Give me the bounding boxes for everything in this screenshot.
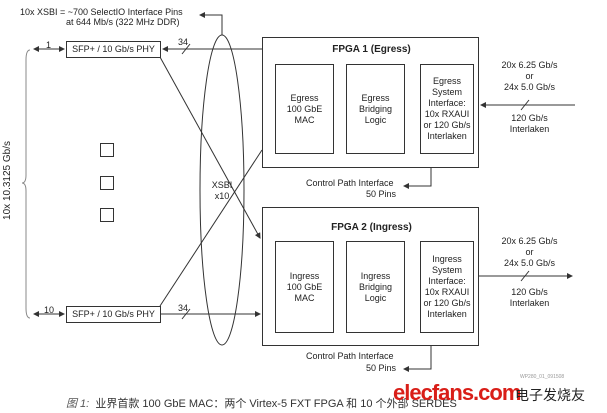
xsbi-note-line2: at 644 Mb/s (322 MHz DDR) — [66, 17, 180, 27]
rate-label: 120 Gb/s — [511, 113, 548, 123]
rate-label: 20x 6.25 Gb/s — [501, 60, 558, 70]
rate-label: Interlaken — [509, 124, 550, 134]
caption-figure-number: 图 1: — [66, 398, 90, 410]
port-count-top: 1 — [46, 40, 52, 50]
ellipsis-square — [100, 176, 114, 190]
rate-label: 20x 6.25 Gb/s — [501, 236, 558, 246]
left-rate-label: 10x 10.3125 Gb/s — [2, 140, 14, 221]
fpga2-ingress: FPGA 2 (Ingress) Ingress 100 GbE MAC Ing… — [262, 207, 479, 346]
port-count-bottom: 10 — [44, 305, 55, 315]
fpga2-title: FPGA 2 (Ingress) — [331, 222, 412, 233]
rate-label: 24x 5.0 Gb/s — [503, 82, 556, 92]
caption-text: 业界首款 100 GbE MAC：两个 Virtex-5 FXT FPGA 和 … — [95, 398, 457, 410]
sfp-phy-top: SFP+ / 10 Gb/s PHY — [66, 41, 161, 58]
fpga1-control-path: Control Path Interface — [306, 178, 394, 188]
watermark-logo: elecfans.com — [393, 380, 521, 405]
figure-id: WP280_01_091508 — [520, 374, 565, 380]
xsbi-note-line1: 10x XSBI = ~700 SelectIO Interface Pins — [20, 7, 183, 17]
egress-system-interface-block: Egress System Interface: 10x RXAUI or 12… — [420, 64, 474, 154]
fpga1-title: FPGA 1 (Egress) — [332, 44, 411, 55]
fpga2-pins: 50 Pins — [366, 363, 397, 373]
ingress-system-interface-block: Ingress System Interface: 10x RXAUI or 1… — [420, 241, 474, 333]
bus-width-top: 34 — [178, 37, 189, 47]
figure-caption: 图 1: 业界首款 100 GbE MAC：两个 Virtex-5 FXT FP… — [66, 395, 457, 411]
ingress-bridging-block: Ingress Bridging Logic — [346, 241, 405, 333]
bus-width-bottom: 34 — [178, 303, 189, 313]
xsbi-label: XSBI x10 — [211, 180, 233, 201]
sfp-phy-bottom: SFP+ / 10 Gb/s PHY — [66, 306, 161, 323]
egress-mac-block: Egress 100 GbE MAC — [275, 64, 334, 154]
fpga1-pins: 50 Pins — [366, 189, 397, 199]
fpga1-egress: FPGA 1 (Egress) Egress 100 GbE MAC Egres… — [262, 37, 479, 168]
rate-label: or — [525, 71, 534, 81]
rate-label: or — [525, 247, 534, 257]
ingress-mac-block: Ingress 100 GbE MAC — [275, 241, 334, 333]
rate-label: 120 Gb/s — [511, 287, 548, 297]
rate-label: Interlaken — [509, 298, 550, 308]
fpga2-control-path: Control Path Interface — [306, 351, 394, 361]
ellipsis-square — [100, 143, 114, 157]
egress-bridging-block: Egress Bridging Logic — [346, 64, 405, 154]
ellipsis-square — [100, 208, 114, 222]
watermark-cn: 电子发烧友 — [515, 388, 585, 404]
rate-label: 24x 5.0 Gb/s — [503, 258, 556, 268]
